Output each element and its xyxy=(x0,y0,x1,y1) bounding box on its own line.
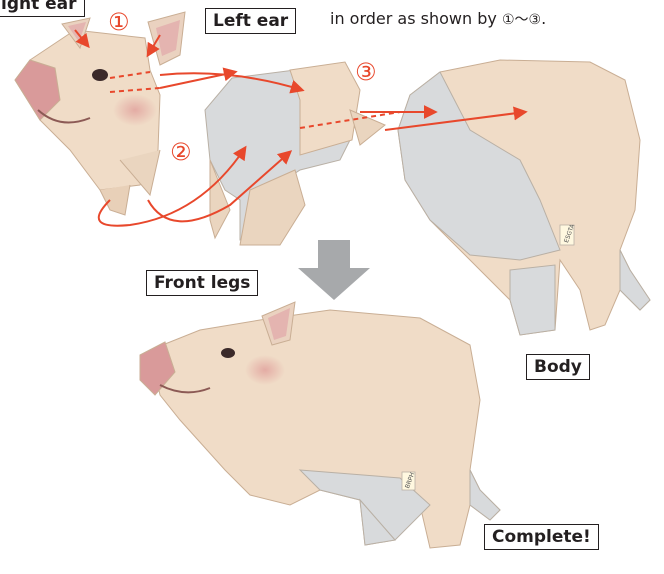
head-piece xyxy=(15,30,160,215)
label-body: Body xyxy=(526,354,590,380)
label-front-legs: Front legs xyxy=(146,270,258,296)
left-ear-piece xyxy=(148,12,185,65)
instruction-range-sep: ～ xyxy=(515,12,529,28)
instruction-range-end: ③ xyxy=(529,12,542,28)
label-complete: Complete! xyxy=(484,524,599,550)
body-piece xyxy=(398,60,650,335)
label-left-ear: Left ear xyxy=(205,8,296,34)
instruction-suffix: . xyxy=(541,9,546,28)
instruction-range-start: ① xyxy=(502,12,515,28)
instruction-prefix: in order as shown by xyxy=(330,9,497,28)
step-2: ② xyxy=(170,140,192,164)
label-right-ear: ight ear xyxy=(0,0,85,17)
down-arrow xyxy=(298,240,370,300)
complete-pig xyxy=(140,302,500,548)
front-legs-piece xyxy=(205,62,385,245)
step-1: ① xyxy=(108,10,130,34)
instruction-text: in order as shown by ①～③. xyxy=(330,9,546,29)
step-3: ③ xyxy=(355,60,377,84)
